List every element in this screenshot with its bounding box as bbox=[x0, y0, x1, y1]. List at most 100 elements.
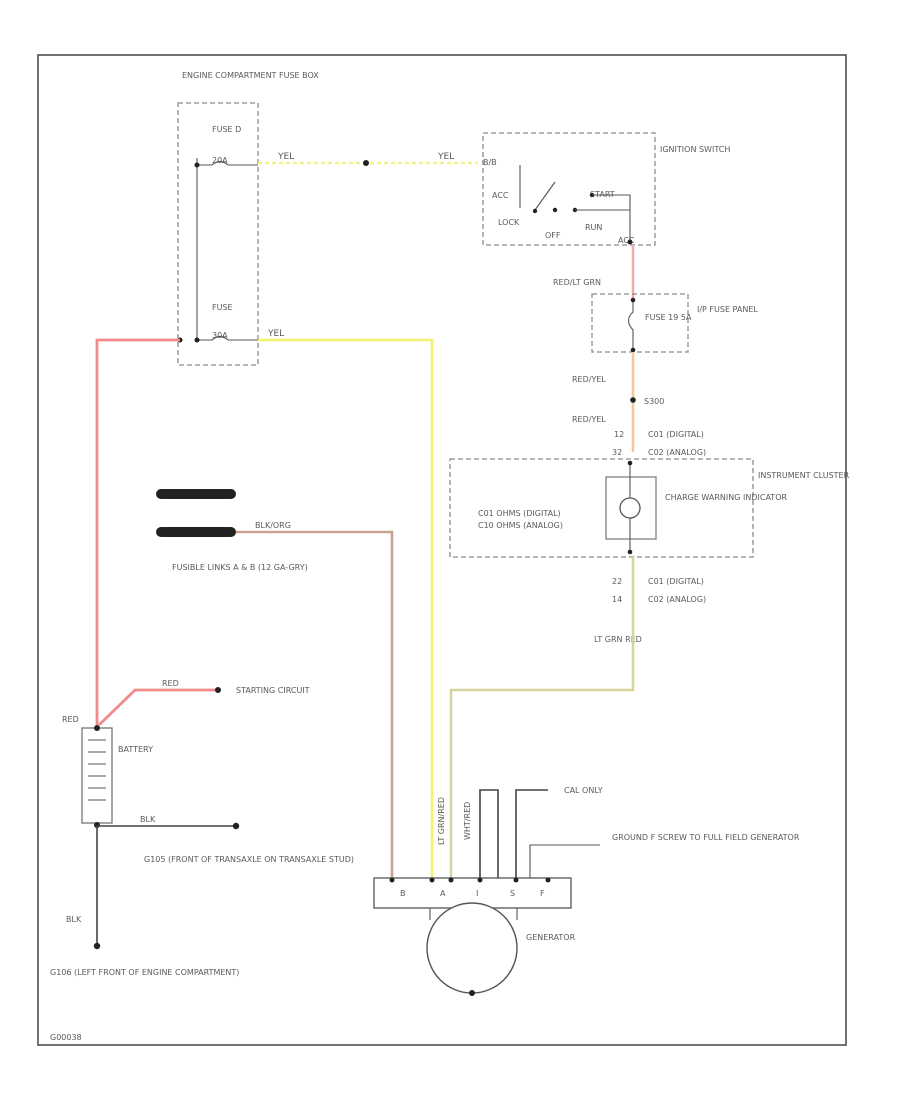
wht-red-label: WHT/RED bbox=[463, 802, 472, 840]
ign-switch-blade bbox=[534, 181, 556, 211]
yel-label-3: YEL bbox=[267, 329, 284, 339]
fusible-link-b bbox=[156, 527, 236, 537]
instrument-cluster-label: INSTRUMENT CLUSTER bbox=[758, 471, 850, 480]
yel-top-connector bbox=[363, 160, 369, 166]
ign-output-path bbox=[575, 194, 631, 240]
c02-analog-bot: C02 (ANALOG) bbox=[648, 595, 706, 604]
charge-indicator-bulb bbox=[619, 497, 641, 519]
fuse-d-element bbox=[197, 160, 258, 166]
instrument-cluster-outline bbox=[449, 458, 754, 558]
blk-label-g105: BLK bbox=[140, 815, 156, 824]
gen-pin-b bbox=[389, 877, 395, 883]
ign-off: OFF bbox=[545, 231, 561, 240]
fuse-19-label: FUSE 19 5A bbox=[645, 313, 692, 322]
ground-g106-node bbox=[93, 942, 101, 950]
ground-g106-label: G106 (LEFT FRONT OF ENGINE COMPARTMENT) bbox=[50, 968, 239, 977]
splice-s300-label: S300 bbox=[644, 397, 664, 406]
cluster-note-digital: C01 OHMS (DIGITAL) bbox=[478, 509, 561, 518]
ign-pivot bbox=[532, 208, 538, 214]
cal-only-wire bbox=[515, 789, 548, 878]
red-yel-label-1: RED/YEL bbox=[572, 375, 606, 384]
ground-note-label: GROUND F SCREW TO FULL FIELD GENERATOR bbox=[612, 833, 800, 842]
gen-term-i: I bbox=[476, 889, 478, 898]
ip-fuse-panel-outline bbox=[591, 293, 689, 353]
pin-32: 32 bbox=[612, 448, 622, 457]
cal-only-label: CAL ONLY bbox=[564, 786, 603, 795]
c01-digital-top: C01 (DIGITAL) bbox=[648, 430, 704, 439]
yel-label-1: YEL bbox=[277, 152, 294, 162]
gen-pin-g bbox=[545, 877, 551, 883]
cluster-bottom-node bbox=[627, 549, 633, 555]
cluster-top-node bbox=[627, 460, 633, 466]
battery-positive bbox=[94, 725, 100, 731]
gen-pin-f bbox=[513, 877, 519, 883]
diagram-frame bbox=[37, 54, 847, 1046]
yel-wire-main bbox=[258, 338, 434, 878]
fuse-19-element bbox=[627, 300, 634, 352]
fuse-19-bottom-node bbox=[630, 347, 636, 353]
red-yel-label-2: RED/YEL bbox=[572, 415, 606, 424]
pin-12: 12 bbox=[614, 430, 624, 439]
c02-analog-top: C02 (ANALOG) bbox=[648, 448, 706, 457]
fusible-links-label: FUSIBLE LINKS A & B (12 GA-GRY) bbox=[172, 563, 308, 572]
ign-run: RUN bbox=[585, 223, 602, 232]
generator-body bbox=[426, 902, 518, 994]
ground-g105-label: G105 (FRONT OF TRANSAXLE ON TRANSAXLE ST… bbox=[144, 855, 354, 864]
ignition-switch-outline bbox=[482, 132, 656, 246]
lt-grn-red-wire bbox=[449, 557, 635, 878]
fuse-bottom-rating: 30A bbox=[212, 331, 228, 340]
generator-label: GENERATOR bbox=[526, 933, 576, 942]
ign-output-node bbox=[627, 239, 633, 245]
pin-14: 14 bbox=[612, 595, 622, 604]
charge-indicator-label: CHARGE WARNING INDICATOR bbox=[665, 493, 787, 502]
fuse-19-top-node bbox=[630, 297, 636, 303]
ign-terminal-top: B/B bbox=[483, 158, 497, 167]
charge-indicator-housing bbox=[605, 476, 657, 540]
ign-acc: ACC bbox=[492, 191, 509, 200]
cluster-note-analog: C10 OHMS (ANALOG) bbox=[478, 521, 563, 530]
fuse-d-rating: 20A bbox=[212, 156, 228, 165]
red-main-wire bbox=[95, 338, 180, 725]
generator-ground-node bbox=[469, 990, 475, 996]
gen-term-b: B bbox=[400, 889, 406, 898]
splice-s300 bbox=[630, 397, 636, 403]
blk-org-label: BLK/ORG bbox=[255, 521, 291, 530]
fuse-d-label: FUSE D bbox=[212, 125, 241, 134]
yel-label-2: YEL bbox=[437, 152, 454, 162]
blk-org-wire bbox=[236, 530, 394, 878]
diagram-id-code: G00038 bbox=[50, 1033, 82, 1042]
pin-22: 22 bbox=[612, 577, 622, 586]
blk-label-g106: BLK bbox=[66, 915, 82, 924]
gen-term-f: F bbox=[540, 889, 545, 898]
battery-red-label: RED bbox=[62, 715, 79, 724]
ignition-switch-label: IGNITION SWITCH bbox=[660, 145, 730, 154]
lt-grn-red-v-label: LT GRN/RED bbox=[437, 797, 446, 845]
ign-terminal-bottom: ACC bbox=[618, 236, 635, 245]
fuse-bottom-element bbox=[197, 335, 258, 341]
ign-contact-off bbox=[552, 207, 558, 213]
gen-pin-a bbox=[429, 877, 435, 883]
starting-circuit-label: STARTING CIRCUIT bbox=[236, 686, 310, 695]
generator-neck bbox=[429, 908, 518, 920]
battery-label: BATTERY bbox=[118, 745, 153, 754]
fuse-bottom-label: FUSE bbox=[212, 303, 233, 312]
ground-g105-node bbox=[232, 822, 240, 830]
gen-pin-i bbox=[448, 877, 454, 883]
red-label-start: RED bbox=[162, 679, 179, 688]
ip-fuse-panel-label: I/P FUSE PANEL bbox=[697, 305, 758, 314]
wht-red-wire-loop bbox=[479, 789, 499, 878]
ign-lock: LOCK bbox=[498, 218, 520, 227]
fusible-link-a bbox=[156, 489, 236, 499]
starting-circuit-node bbox=[215, 687, 221, 693]
fuse-d-node bbox=[194, 162, 200, 168]
gen-term-a: A bbox=[440, 889, 446, 898]
engine-fuse-box-outline bbox=[177, 102, 259, 366]
gen-term-s: S bbox=[510, 889, 515, 898]
red-starting-wire bbox=[98, 688, 218, 727]
c01-digital-bot: C01 (DIGITAL) bbox=[648, 577, 704, 586]
ground-note-leader bbox=[529, 844, 600, 878]
lt-grn-red-label: LT GRN RED bbox=[594, 635, 642, 644]
gen-pin-s bbox=[477, 877, 483, 883]
